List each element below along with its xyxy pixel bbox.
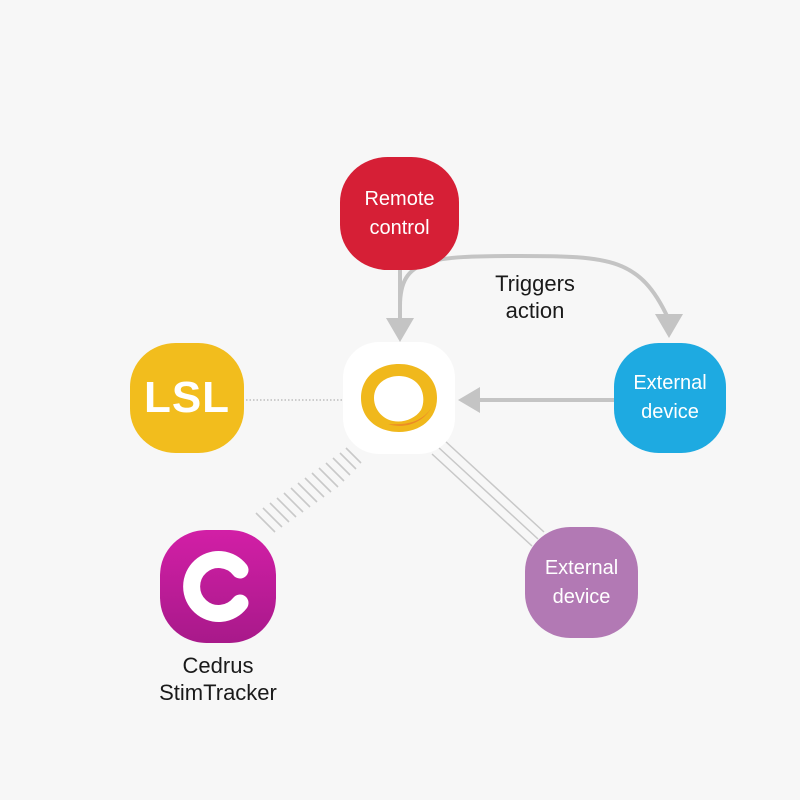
cedrus-c-icon bbox=[160, 530, 276, 643]
triggers-caption-line1: Triggers bbox=[495, 271, 575, 296]
cedrus-caption: Cedrus StimTracker bbox=[130, 652, 306, 706]
external-device-node-bottom: External device bbox=[525, 527, 638, 638]
external-device-bottom-label-line1: External bbox=[544, 556, 619, 579]
cedrus-logo-icon bbox=[160, 530, 276, 643]
external-device-bottom-label-line2: device bbox=[552, 585, 611, 608]
remote-control-label-line2: control bbox=[369, 216, 430, 239]
external-device-right-label-line2: device bbox=[641, 401, 699, 423]
cedrus-caption-line1: Cedrus bbox=[182, 653, 254, 678]
cedrus-caption-line2: StimTracker bbox=[159, 680, 277, 705]
triggers-caption-line2: action bbox=[505, 298, 565, 323]
remote-control-node: Remote control bbox=[340, 157, 459, 270]
hub-to-external-bottom-link bbox=[431, 439, 545, 547]
external-to-hub-arrowhead bbox=[458, 387, 480, 413]
triggers-action-curve bbox=[398, 253, 670, 319]
hub-node bbox=[343, 342, 455, 454]
triggers-action-arrowhead bbox=[655, 314, 683, 338]
triggers-action-caption: Triggers action bbox=[470, 270, 600, 324]
app-logo-icon bbox=[361, 364, 437, 432]
cedrus-link-hatching bbox=[255, 447, 362, 533]
external-device-right-label-line1: External bbox=[633, 372, 707, 394]
remote-control-label-line1: Remote bbox=[364, 187, 435, 210]
lsl-label: LSL bbox=[143, 373, 231, 422]
lsl-node: LSL bbox=[130, 343, 244, 453]
remote-to-hub-arrowhead bbox=[386, 318, 414, 342]
external-device-node-right: External device bbox=[614, 343, 726, 453]
